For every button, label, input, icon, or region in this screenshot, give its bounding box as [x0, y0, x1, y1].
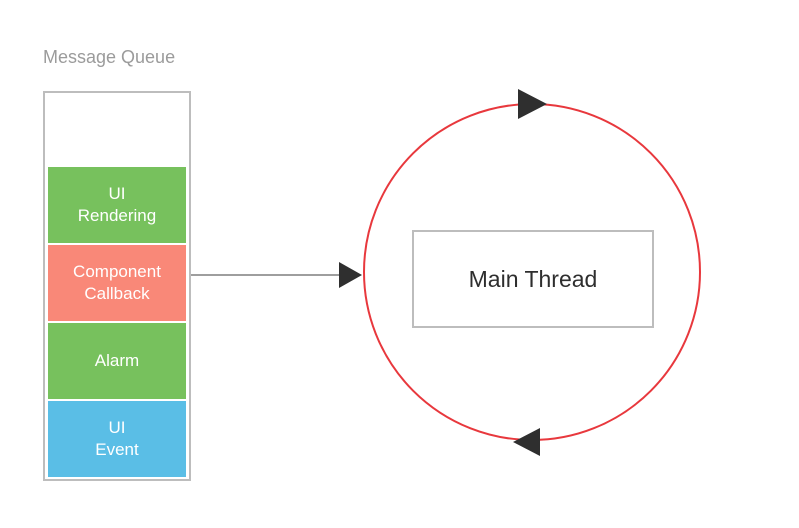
message-queue-title: Message Queue — [43, 47, 176, 67]
queue-item-alarm: Alarm — [48, 323, 186, 399]
loop-arrow-bottom-icon — [513, 428, 540, 456]
main-thread-box: Main Thread — [412, 230, 654, 328]
main-thread-label: Main Thread — [468, 265, 598, 292]
queue-item-ui-event: UI Event — [48, 401, 186, 477]
message-queue-box: UI Rendering Component Callback Alarm UI… — [43, 91, 191, 481]
loop-arrow-top-icon — [518, 89, 547, 119]
queue-item-ui-rendering: UI Rendering — [48, 167, 186, 243]
queue-to-loop-arrowhead-icon — [339, 262, 362, 288]
queue-empty-slot — [45, 93, 189, 167]
queue-to-loop-connector-line — [191, 274, 339, 276]
queue-item-component-callback: Component Callback — [48, 245, 186, 321]
